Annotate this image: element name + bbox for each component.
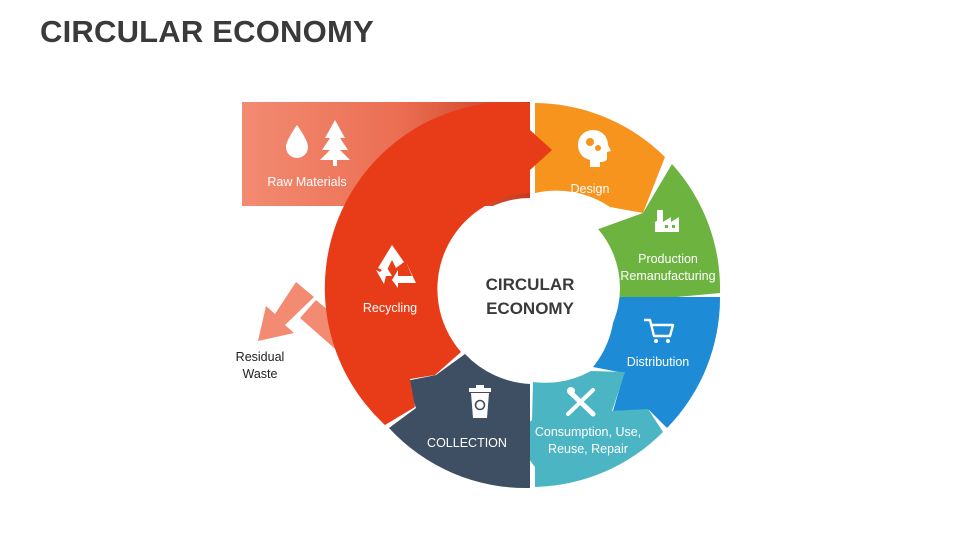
recycle-bin-icon bbox=[469, 385, 491, 418]
tools-icon bbox=[566, 387, 596, 417]
center-circle bbox=[440, 198, 620, 378]
design-label: Design bbox=[571, 182, 610, 196]
collection-label: COLLECTION bbox=[427, 436, 507, 450]
head-gears-icon bbox=[578, 130, 611, 167]
water-drop-icon bbox=[286, 125, 308, 158]
shopping-cart-icon bbox=[644, 318, 675, 343]
distribution-label: Distribution bbox=[627, 355, 690, 369]
residual-waste-label-line2: Waste bbox=[243, 367, 278, 381]
segment-consumption[interactable] bbox=[512, 371, 663, 487]
recycling-label: Recycling bbox=[363, 301, 417, 315]
production-label-line2: Remanufacturing bbox=[620, 269, 715, 283]
segment-collection[interactable] bbox=[389, 354, 530, 489]
segment-production[interactable] bbox=[596, 164, 721, 313]
center-title-line2: ECONOMY bbox=[486, 299, 575, 318]
tree-icon bbox=[320, 120, 350, 166]
residual-waste-label-line1: Residual bbox=[236, 350, 285, 364]
consumption-label-line1: Consumption, Use, bbox=[535, 425, 641, 439]
center-title-line1: CIRCULAR bbox=[486, 275, 575, 294]
consumption-label-line2: Reuse, Repair bbox=[548, 442, 628, 456]
factory-icon bbox=[655, 210, 679, 232]
recycle-icon bbox=[376, 245, 416, 288]
production-label-line1: Production bbox=[638, 252, 698, 266]
segment-distribution[interactable] bbox=[593, 297, 721, 428]
segment-recycling[interactable] bbox=[324, 102, 552, 425]
raw-materials-label: Raw Materials bbox=[267, 175, 346, 189]
page-title: CIRCULAR ECONOMY bbox=[40, 14, 374, 49]
